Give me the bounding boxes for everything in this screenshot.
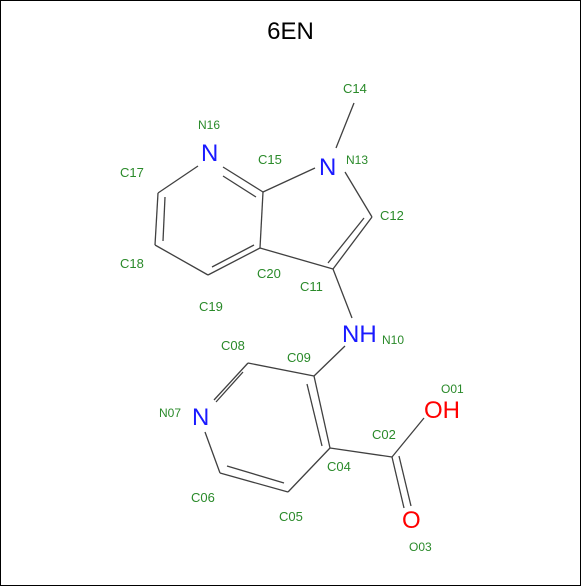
atom-label-n07: N07: [159, 406, 181, 420]
bond-c04-c09-inner: [306, 383, 323, 447]
atom-label-c04: C04: [327, 459, 351, 474]
atom-symbol-n10: NH: [342, 321, 377, 348]
bond-c17-c18-inner: [162, 196, 166, 242]
atom-label-n13: N13: [346, 153, 368, 167]
bond-c08-n07-inner: [215, 371, 244, 403]
atom-label-n10: N10: [382, 333, 404, 347]
bond-c15-n16: [222, 166, 264, 193]
bond-c19-c20: [207, 247, 261, 276]
atom-label-c15: C15: [258, 152, 282, 167]
atom-label-c14: C14: [343, 81, 367, 96]
bond-c09-c08: [247, 362, 315, 377]
atom-label-c02: C02: [372, 427, 396, 442]
bond-c18-c19: [154, 244, 209, 276]
atom-symbol-n07: N: [192, 404, 209, 431]
atom-symbol-o01: OH: [424, 397, 460, 424]
atom-label-c06: C06: [191, 490, 215, 505]
atom-label-c17: C17: [120, 165, 144, 180]
atom-symbol-o03: O: [402, 507, 421, 534]
bond-n13-c14: [335, 102, 355, 149]
bond-c04-c09: [313, 375, 331, 449]
atom-label-c18: C18: [120, 256, 144, 271]
bond-c12-c11: [332, 216, 373, 270]
atom-label-c20: C20: [257, 266, 281, 281]
bond-c15-n13: [262, 167, 316, 193]
atom-label-c08: C08: [221, 338, 245, 353]
bond-c15-n16-inner: [222, 175, 257, 198]
bond-n13-c12: [344, 171, 373, 218]
atom-label-o01: O01: [441, 382, 464, 396]
atom-label-c12: C12: [380, 208, 404, 223]
bond-c05-c04: [287, 447, 331, 493]
bond-n10-c09: [313, 345, 346, 377]
bond-c06-c05: [219, 472, 289, 493]
molecule-title: 6EN: [267, 18, 314, 45]
atom-symbol-n13: N: [319, 154, 336, 181]
atom-label-c11: C11: [300, 279, 323, 294]
bond-c08-n07: [213, 362, 249, 401]
atom-label-o03: O03: [409, 540, 432, 554]
atom-symbol-n16: N: [201, 140, 218, 167]
bond-c06-c05-inner: [226, 465, 285, 484]
bond-c04-c02: [329, 447, 393, 458]
bond-c12-c11-inner: [327, 217, 365, 264]
bond-n16-c17: [157, 165, 199, 194]
atom-label-n16: N16: [198, 118, 220, 132]
bond-c02-o01: [391, 417, 425, 458]
bond-n07-c06: [204, 431, 221, 474]
atom-label-c09: C09: [287, 350, 311, 365]
bonds: [154, 102, 425, 509]
bond-c11-n10: [332, 268, 353, 319]
bond-c02-o03-b: [398, 455, 412, 507]
atom-label-c05: C05: [279, 509, 303, 524]
bond-c20-c15: [259, 191, 264, 249]
bond-c11-c20: [259, 247, 334, 270]
bond-c17-c18: [154, 192, 159, 246]
atom-label-c19: C19: [199, 299, 223, 314]
bond-c19-c20-inner: [211, 244, 255, 268]
bond-c02-o03-a: [391, 456, 405, 509]
